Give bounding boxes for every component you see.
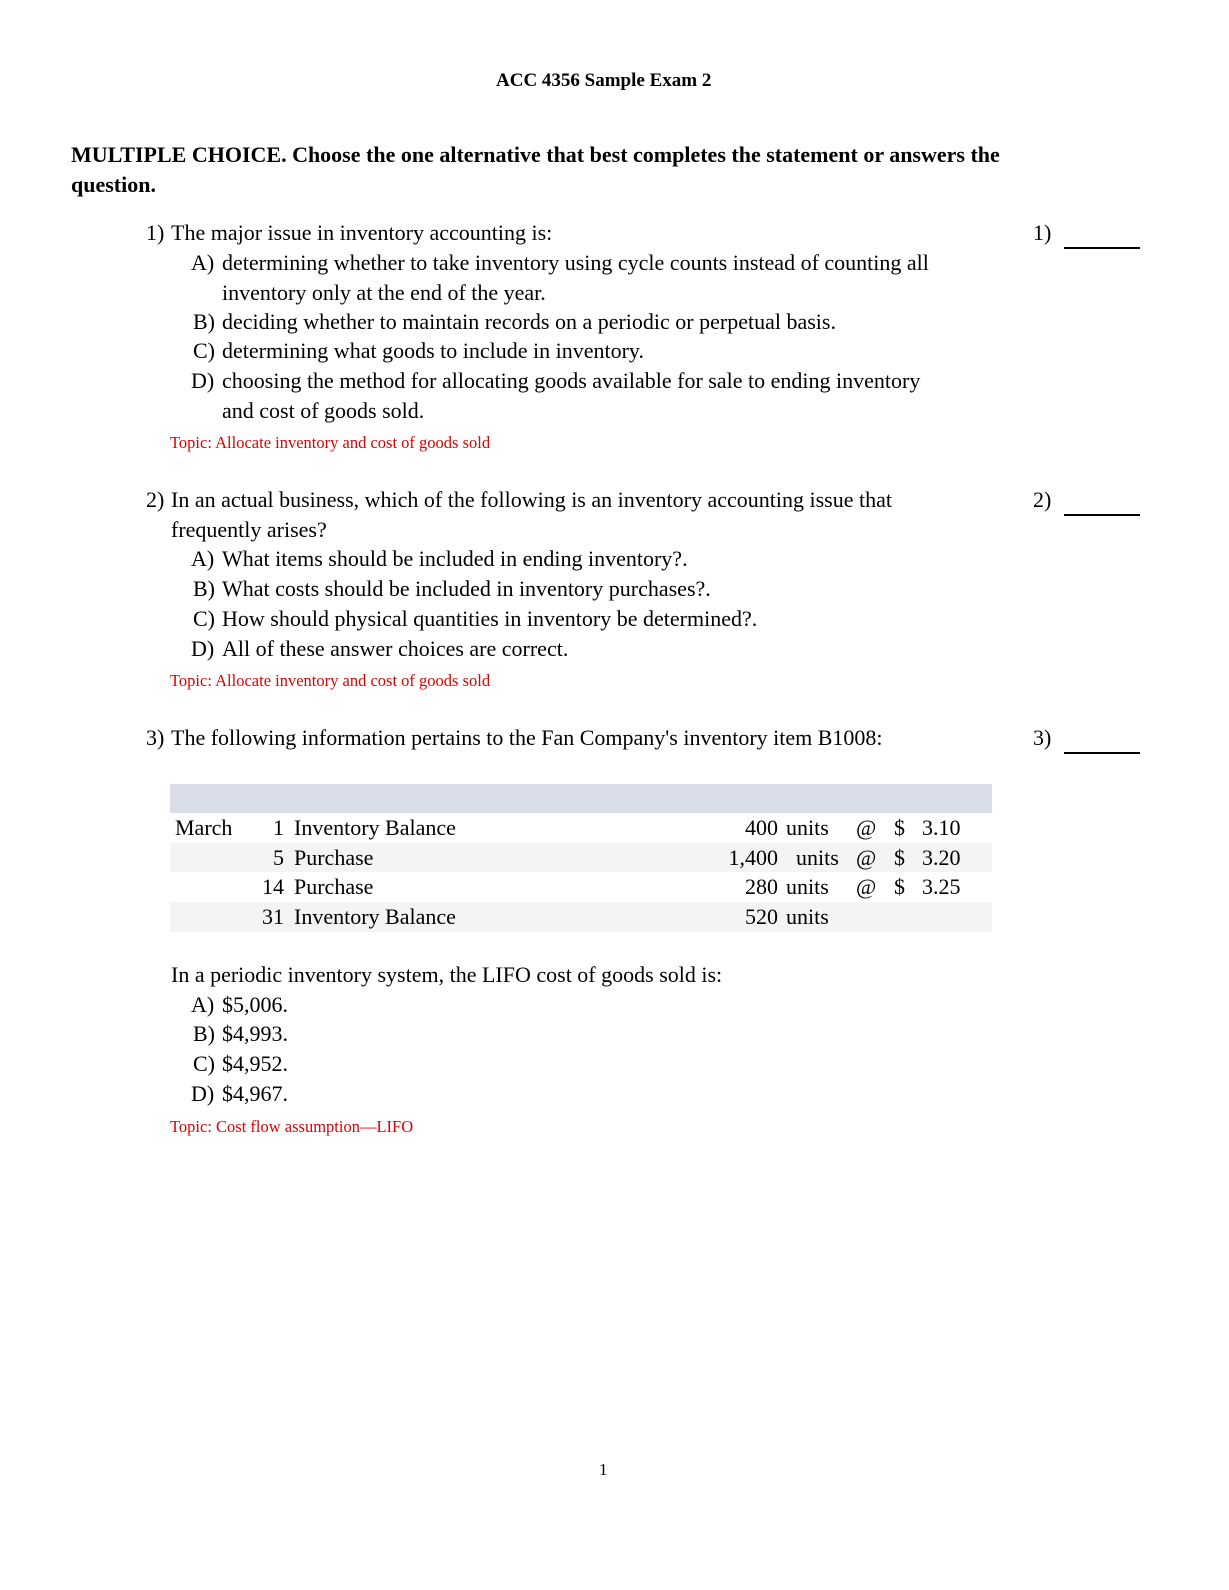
choice-letter: C) (193, 338, 215, 363)
answer-blank[interactable] (1064, 514, 1140, 516)
table-row: 5 Purchase 1,400 units @ $3.20 (170, 842, 992, 873)
cell-quantity: 400 (745, 815, 778, 840)
table-row: March 1 Inventory Balance 400 units @ $3.10 (170, 813, 992, 843)
cell-day: 31 (262, 903, 284, 929)
answer-label: 3) (1033, 725, 1052, 750)
choice-text: determining whether to take inventory us… (222, 250, 929, 275)
choice-text: $4,993. (222, 1021, 288, 1046)
choice-letter: B) (193, 309, 215, 334)
choice-letter: A) (191, 546, 215, 571)
cell-at-sign: @ (856, 874, 877, 899)
choice-letter: B) (193, 1021, 215, 1046)
instructions: MULTIPLE CHOICE. Choose the one alternat… (71, 142, 1000, 167)
choice-text: What costs should be included in invento… (222, 576, 711, 601)
choice-text: $4,952. (222, 1051, 288, 1076)
question-stem: In an actual business, which of the foll… (171, 487, 892, 512)
cell-unit: units (796, 844, 839, 870)
choice-text: determining what goods to include in inv… (222, 338, 644, 363)
choice-letter: C) (193, 606, 215, 631)
question-number: 2) (146, 487, 165, 512)
cell-quantity: 280 (745, 874, 778, 899)
choice-letter: A) (191, 992, 215, 1017)
choice-letter: D) (191, 1081, 215, 1106)
cell-day: 5 (273, 844, 284, 870)
cell-unit-cost: 3.25 (922, 874, 961, 899)
question-number: 3) (146, 725, 165, 750)
cell-at-sign: @ (856, 815, 877, 840)
question-stem: The major issue in inventory accounting … (171, 220, 553, 245)
choice-text: All of these answer choices are correct. (222, 636, 569, 661)
cell-quantity: 520 (745, 903, 778, 929)
table-row: 31 Inventory Balance 520 units (170, 901, 992, 932)
cell-description: Purchase (294, 874, 374, 899)
cell-unit: units (786, 903, 829, 929)
choice-text: $4,967. (222, 1081, 288, 1106)
choice-text: choosing the method for allocating goods… (222, 368, 921, 393)
choice-text: inventory only at the end of the year. (222, 280, 546, 305)
cell-at-sign: @ (856, 844, 877, 870)
cell-unit: units (786, 874, 829, 899)
cell-unit: units (786, 815, 829, 840)
cell-day: 1 (273, 815, 284, 840)
cell-dollar-sign: $ (894, 874, 905, 899)
choice-letter: D) (191, 368, 215, 393)
cell-description: Inventory Balance (294, 903, 456, 929)
choice-text: $5,006. (222, 992, 288, 1017)
choice-text: and cost of goods sold. (222, 398, 425, 423)
choice-text: deciding whether to maintain records on … (222, 309, 836, 334)
cell-day: 14 (262, 874, 284, 899)
table-row: 14 Purchase 280 units @ $3.25 (170, 872, 992, 902)
topic: Topic: Allocate inventory and cost of go… (170, 433, 491, 452)
answer-label: 1) (1033, 220, 1052, 245)
choice-letter: D) (191, 636, 215, 661)
page-title: ACC 4356 Sample Exam 2 (496, 70, 712, 91)
choice-letter: B) (193, 576, 215, 601)
choice-text: What items should be included in ending … (222, 546, 688, 571)
table-header-band (170, 784, 992, 813)
cell-unit-cost: 3.20 (922, 844, 961, 870)
cell-dollar-sign: $ (894, 844, 905, 870)
answer-label: 2) (1033, 487, 1052, 512)
question-prompt: In a periodic inventory system, the LIFO… (171, 962, 723, 987)
answer-blank[interactable] (1064, 752, 1140, 754)
topic: Topic: Allocate inventory and cost of go… (170, 671, 491, 690)
question-stem: The following information pertains to th… (171, 725, 883, 750)
answer-blank[interactable] (1064, 247, 1140, 249)
cell-month: March (175, 815, 233, 840)
choice-text: How should physical quantities in invent… (222, 606, 758, 631)
topic: Topic: Cost flow assumption—LIFO (170, 1117, 414, 1136)
choice-letter: A) (191, 250, 215, 275)
instructions-cont: question. (71, 172, 156, 197)
cell-unit-cost: 3.10 (922, 815, 961, 840)
question-stem: frequently arises? (171, 517, 327, 542)
cell-description: Purchase (294, 844, 374, 870)
cell-dollar-sign: $ (894, 815, 905, 840)
page-number: 1 (599, 1460, 608, 1479)
choice-letter: C) (193, 1051, 215, 1076)
question-number: 1) (146, 220, 165, 245)
cell-description: Inventory Balance (294, 815, 456, 840)
cell-quantity: 1,400 (728, 844, 779, 870)
